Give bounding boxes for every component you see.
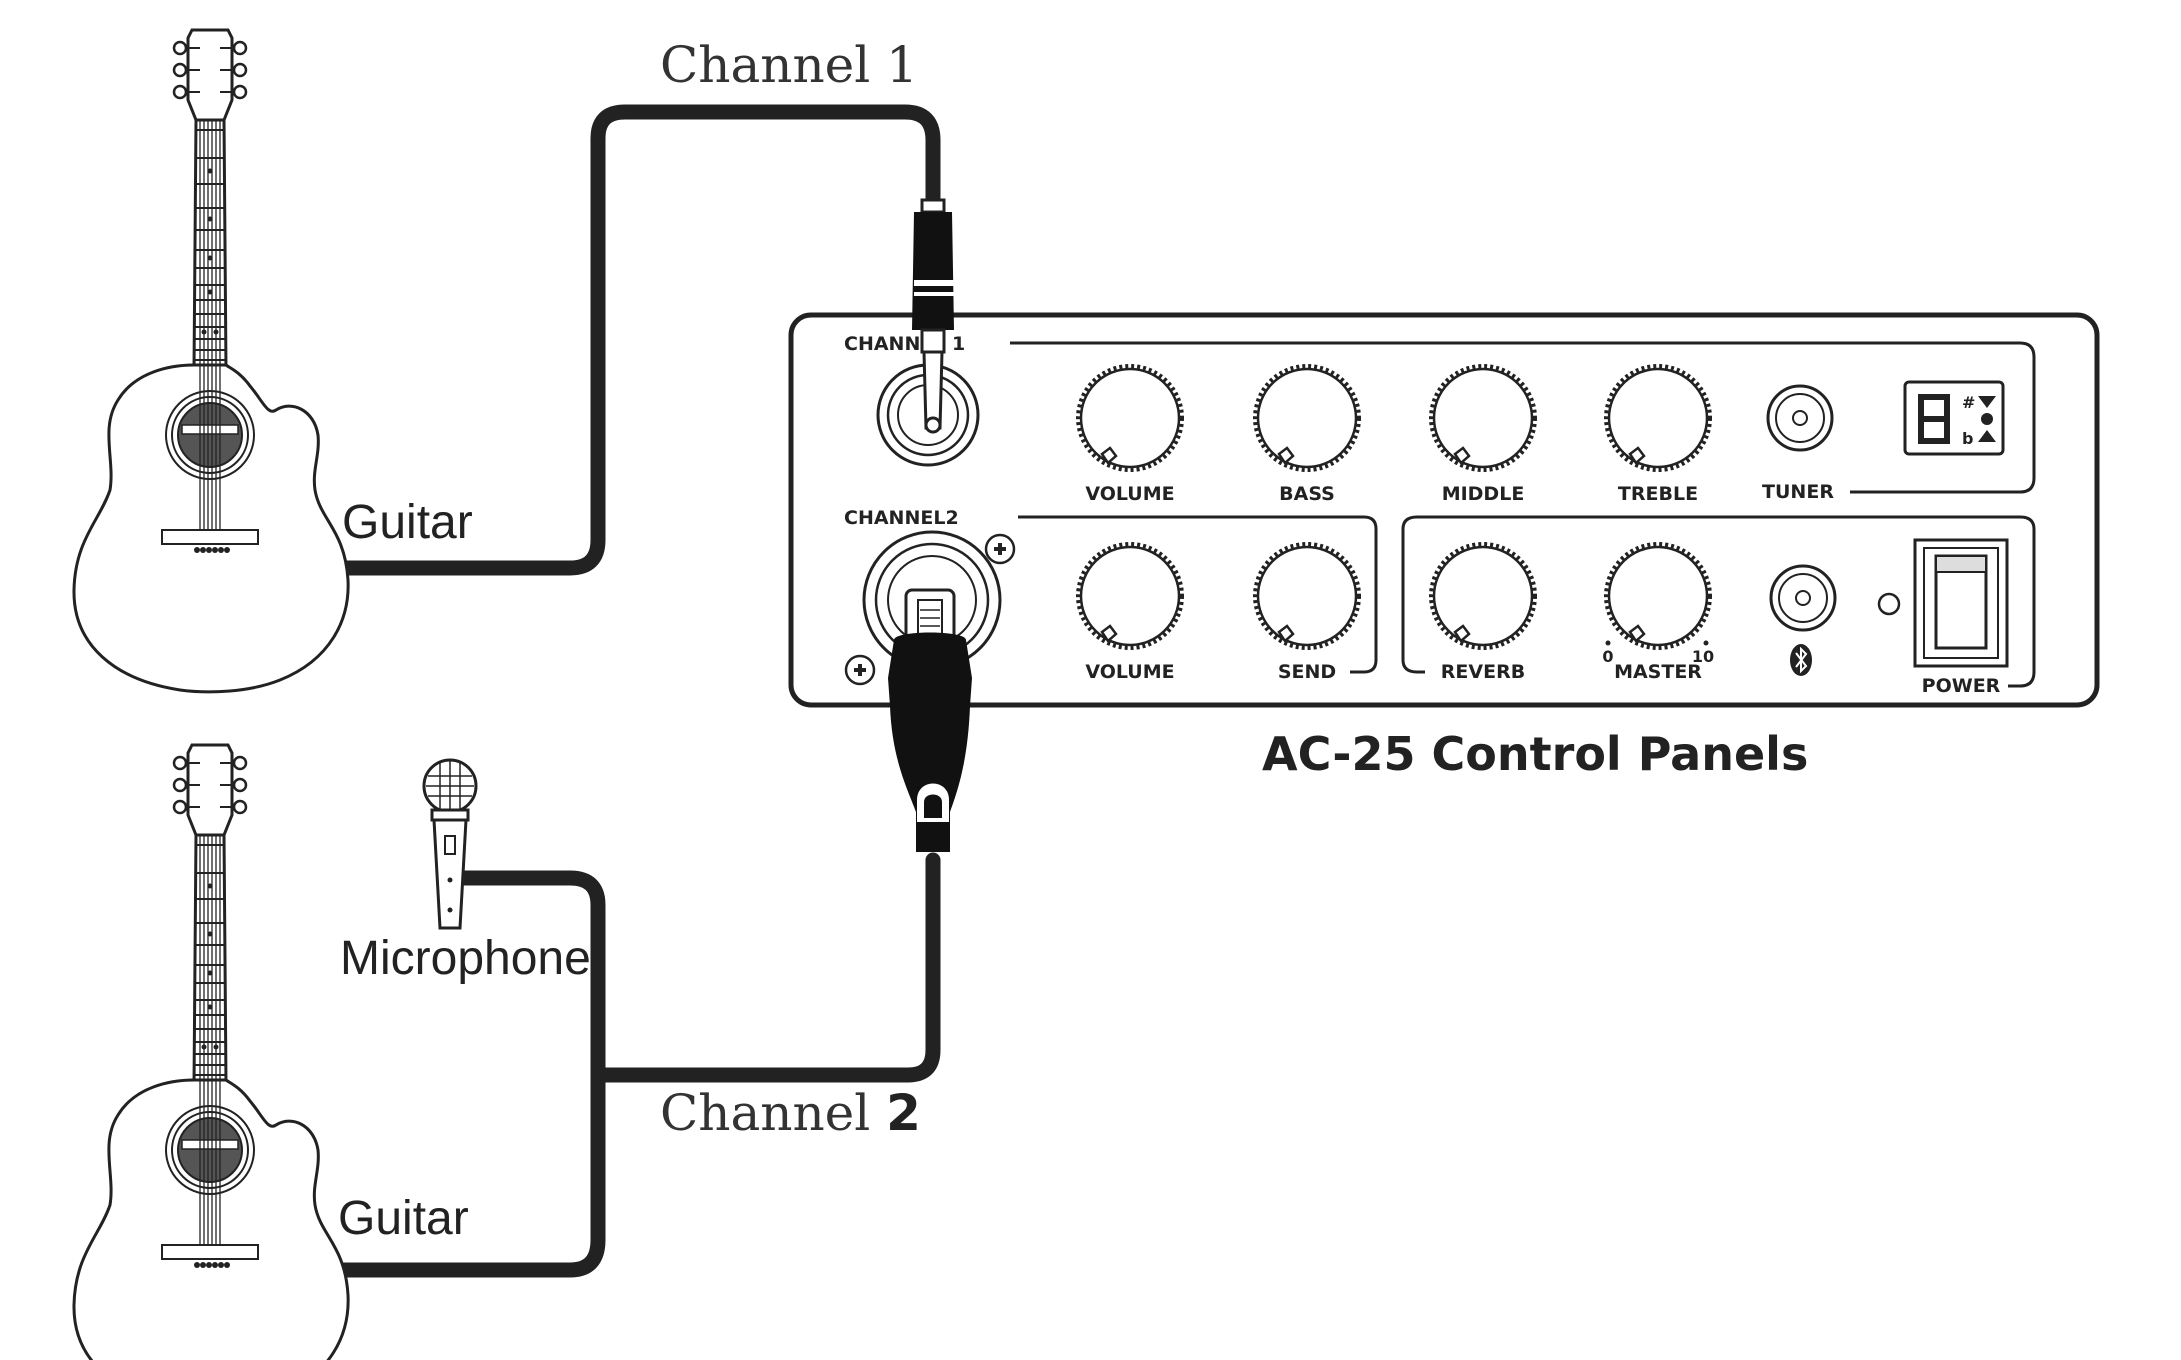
channel2-label-prefix: Channel — [660, 1084, 886, 1142]
channel2-label: Channel 2 — [660, 1084, 921, 1142]
channel1-label: Channel 1 — [660, 36, 918, 94]
knob-channel1-volume[interactable] — [1076, 364, 1184, 472]
quarter-inch-plug — [912, 198, 954, 434]
tuner-button[interactable] — [1766, 384, 1834, 452]
knob-reverb[interactable] — [1429, 542, 1537, 650]
guitar-bottom-icon — [72, 743, 350, 1360]
cable-channel2 — [592, 852, 941, 1083]
guitar-top-label: Guitar — [342, 496, 473, 549]
bluetooth-icon — [1790, 644, 1812, 676]
master-max-label: 10 — [1692, 647, 1714, 666]
tuner-up-arrow-icon — [1978, 430, 1996, 442]
cable-channel1 — [302, 104, 941, 576]
tuner-in-tune-dot — [1981, 413, 1993, 425]
knob-label-send: SEND — [1278, 661, 1336, 683]
bluetooth-button[interactable] — [1769, 564, 1837, 632]
knob-channel2-volume[interactable] — [1076, 542, 1184, 650]
power-led — [1877, 592, 1901, 616]
microphone-label: Microphone — [340, 932, 591, 985]
power-switch[interactable] — [1913, 538, 2009, 668]
channel2-title: CHANNEL2 — [844, 507, 959, 529]
tuner-label: TUNER — [1762, 481, 1834, 503]
power-label: POWER — [1922, 675, 2001, 697]
knob-channel1-treble[interactable] — [1604, 364, 1712, 472]
knob-label-treble: TREBLE — [1618, 483, 1698, 505]
guitar-top-icon — [72, 28, 350, 694]
knob-label-bass: BASS — [1279, 483, 1335, 505]
xlr-plug — [888, 588, 972, 852]
channel2-label-number: 2 — [886, 1084, 921, 1142]
knob-label-reverb: REVERB — [1441, 661, 1525, 683]
cable-microphone — [307, 870, 606, 1278]
knob-label-master: MASTER — [1614, 661, 1702, 683]
knob-master[interactable] — [1604, 542, 1712, 650]
master-min-label: 0 — [1602, 647, 1613, 666]
guitar-bottom-label: Guitar — [338, 1192, 469, 1245]
knob-label-middle: MIDDLE — [1442, 483, 1525, 505]
tuner-down-arrow-icon — [1978, 396, 1996, 408]
knob-channel1-bass[interactable] — [1253, 364, 1361, 472]
tuner-sharp-glyph: # — [1962, 393, 1975, 412]
channel1-title: CHANNEL 1 — [844, 333, 965, 355]
microphone-icon — [422, 758, 478, 930]
tuner-flat-glyph: b — [1962, 429, 1973, 448]
knob-label-volume-1: VOLUME — [1085, 483, 1174, 505]
control-panel: CHANNEL 1 CHANNEL2 VOLUME BASS MIDDLE TR… — [788, 312, 2100, 708]
knob-channel2-send[interactable] — [1253, 542, 1361, 650]
knob-channel1-middle[interactable] — [1429, 364, 1537, 472]
knob-label-volume-2: VOLUME — [1085, 661, 1174, 683]
tuner-display: # b — [1903, 380, 2005, 456]
panel-caption: AC-25 Control Panels — [1262, 727, 1808, 781]
